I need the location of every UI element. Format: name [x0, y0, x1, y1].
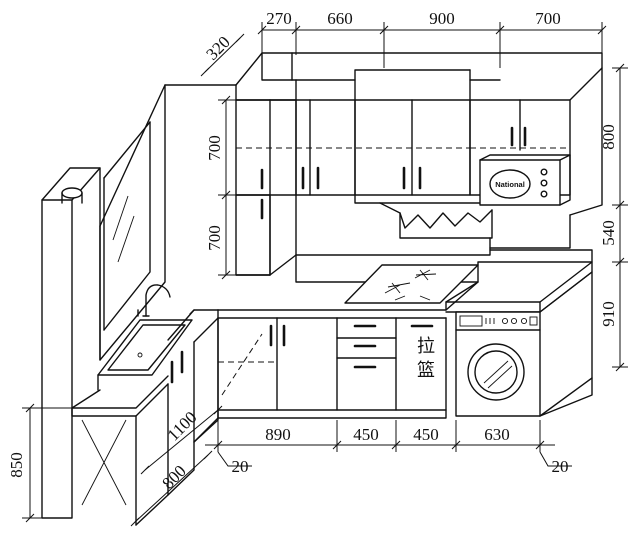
side-depth-dimension-line	[130, 450, 213, 527]
dim-right-910: 910	[599, 301, 618, 327]
dim-counter-height-850: 850	[7, 452, 26, 478]
microwave: National	[479, 154, 571, 206]
dim-bottom-450b: 450	[413, 425, 439, 444]
dim-top-270: 270	[266, 9, 292, 28]
dim-right-540: 540	[599, 220, 618, 246]
sink	[97, 284, 193, 391]
front-lower-cabinets: 拉 篮	[193, 317, 447, 443]
left-vertical-dimension-line	[218, 95, 236, 280]
dim-top-700: 700	[535, 9, 561, 28]
dim-right-800: 800	[599, 124, 618, 150]
dim-left-lower-700: 700	[205, 225, 224, 251]
range-hood	[354, 194, 493, 239]
microwave-brand-label: National	[495, 180, 525, 189]
right-dimension-line	[612, 63, 628, 372]
dim-left-upper-700: 700	[205, 135, 224, 161]
dim-bottom-890: 890	[265, 425, 291, 444]
dim-top-900: 900	[429, 9, 455, 28]
dim-gap-right-20: 20	[552, 457, 569, 476]
upper-cabinets	[235, 52, 603, 276]
dim-bottom-630: 630	[484, 425, 510, 444]
dim-side-depth-800: 800	[158, 461, 189, 492]
dim-gap-left-20: 20	[232, 457, 249, 476]
dim-upper-depth-320: 320	[202, 32, 233, 63]
left-pillar	[41, 167, 101, 519]
gap-dimension-markers	[217, 451, 572, 467]
pull-basket-label-line2: 篮	[417, 360, 435, 381]
upper-depth-dimension-line	[200, 33, 245, 77]
left-wall	[99, 84, 237, 361]
top-dimension-line	[257, 22, 607, 68]
dim-bottom-450a: 450	[353, 425, 379, 444]
side-length-dimension-line	[140, 405, 223, 475]
dim-side-1100: 1100	[164, 408, 201, 445]
pull-basket-label-line1: 拉	[417, 336, 435, 357]
cooktop	[344, 264, 479, 304]
dim-top-660: 660	[327, 9, 353, 28]
washing-machine	[455, 271, 593, 417]
bottom-dimension-line	[205, 420, 555, 452]
back-wall	[295, 214, 571, 256]
counter-height-dimension-line	[22, 403, 72, 523]
